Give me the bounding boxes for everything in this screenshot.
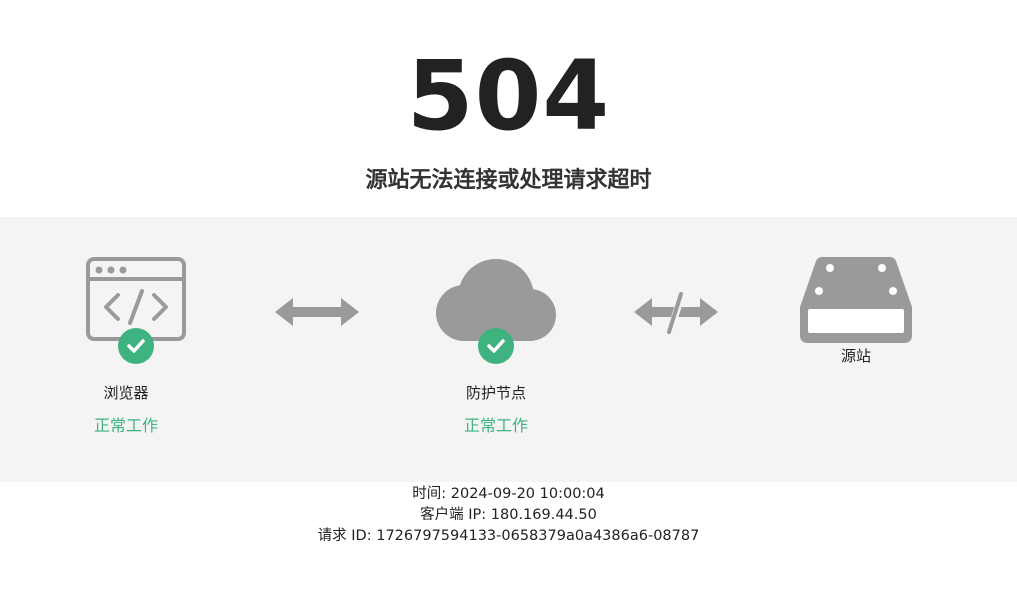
- server-icon: [800, 257, 912, 347]
- client-ip-row: 客户端 IP: 180.169.44.50: [0, 505, 1017, 526]
- client-ip-value: 180.169.44.50: [490, 507, 597, 523]
- node-origin: 源站: [800, 257, 912, 457]
- time-label: 时间:: [412, 486, 447, 502]
- browser-status: 正常工作: [93, 416, 158, 435]
- request-id-row: 请求 ID: 1726797594133-0658379a0a4386a6-08…: [0, 526, 1017, 547]
- time-value: 2024-09-20 10:00:04: [450, 486, 605, 502]
- request-id-label: 请求 ID:: [317, 528, 372, 544]
- error-message: 源站无法连接或处理请求超时: [365, 168, 652, 193]
- two-way-arrow-icon: [275, 297, 359, 331]
- cloud-icon: [434, 257, 558, 347]
- browser-label: 浏览器: [103, 384, 149, 402]
- node-protection: 防护节点 正常工作: [434, 257, 558, 457]
- node-browser: 浏览器 正常工作: [86, 257, 186, 457]
- protection-status: 正常工作: [463, 416, 528, 435]
- request-info: 时间: 2024-09-20 10:00:04 客户端 IP: 180.169.…: [0, 484, 1017, 547]
- time-row: 时间: 2024-09-20 10:00:04: [0, 484, 1017, 505]
- client-ip-label: 客户端 IP:: [420, 507, 487, 523]
- check-icon: [478, 328, 514, 364]
- error-code: 504: [406, 40, 611, 152]
- broken-arrow-icon: [634, 292, 718, 338]
- origin-label: 源站: [840, 347, 871, 365]
- connection-diagram: 浏览器 正常工作 防护节点: [0, 217, 1017, 482]
- check-icon: [118, 328, 154, 364]
- request-id-value: 1726797594133-0658379a0a4386a6-08787: [376, 528, 700, 544]
- protection-label: 防护节点: [465, 384, 526, 402]
